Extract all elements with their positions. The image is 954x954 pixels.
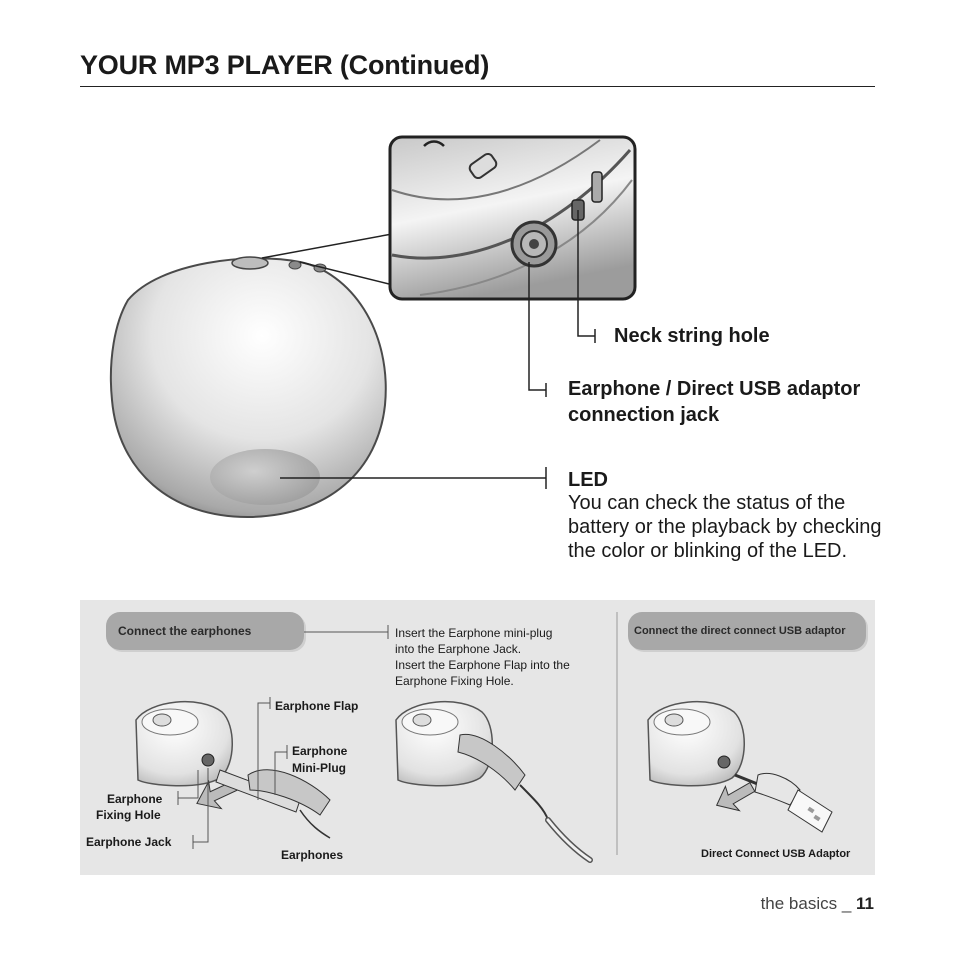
instruction-line-2: into the Earphone Jack. [395, 642, 522, 656]
top-button [231, 256, 269, 270]
usb-adaptor-label: Direct Connect USB Adaptor [701, 848, 851, 860]
instruction-line-3: Insert the Earphone Flap into the [395, 658, 570, 672]
earphone-flap-label: Earphone Flap [275, 699, 359, 713]
fixing-hole-label-1: Earphone [107, 792, 163, 806]
earphone-jack-label: Earphone Jack [86, 835, 172, 849]
zoom-inset [388, 135, 637, 301]
led-label: LED [568, 469, 608, 491]
connect-usb-heading: Connect the direct connect USB adaptor [628, 612, 866, 650]
top-jack [288, 260, 302, 270]
neck-string-hole-label: Neck string hole [614, 325, 770, 347]
title-divider [80, 86, 875, 87]
leader-jack [528, 262, 546, 391]
led-description: You can check the status of the battery … [568, 492, 882, 562]
player-illustration [109, 135, 637, 519]
fixing-hole-label-2: Fixing Hole [96, 808, 161, 822]
instruction-text: Insert the Earphone mini-plug into the E… [395, 625, 615, 689]
page-title: YOUR MP3 PLAYER (Continued) [80, 50, 490, 80]
earphone-miniplug-label-2: Mini-Plug [292, 761, 346, 775]
instruction-line-1: Insert the Earphone mini-plug [395, 626, 553, 640]
page-footer: the basics _ 11 [761, 894, 874, 914]
led-window [210, 449, 320, 505]
device-usb [647, 701, 833, 833]
instruction-line-4: Earphone Fixing Hole. [395, 674, 514, 688]
jack-label: Earphone / Direct USB adaptor connection… [568, 378, 861, 426]
earphones-label: Earphones [281, 848, 344, 862]
leader-neck [577, 210, 595, 337]
page-number: 11 [856, 894, 874, 913]
earphone-miniplug-label-1: Earphone [292, 744, 348, 758]
player-body [109, 257, 387, 519]
connect-earphones-heading: Connect the earphones [106, 612, 304, 650]
device-earphones-after [395, 701, 593, 863]
section-name: the basics _ [760, 894, 857, 913]
